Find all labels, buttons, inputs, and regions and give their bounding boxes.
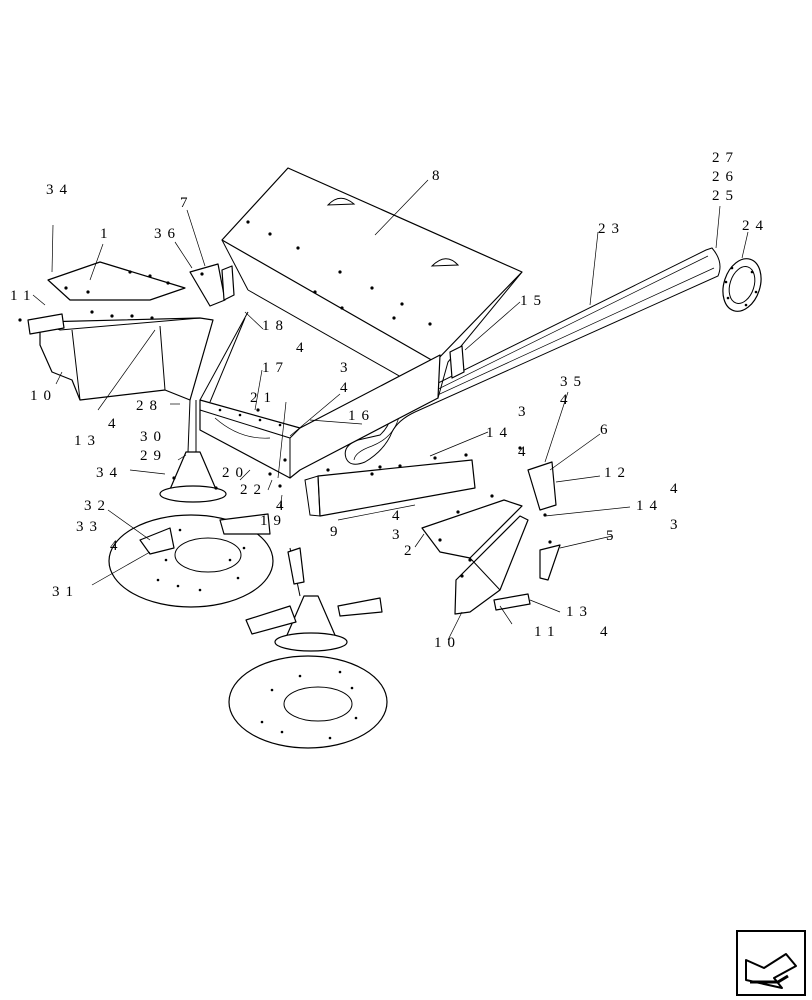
callout-9: 9: [330, 524, 344, 540]
drive-wheel-part: [722, 258, 762, 312]
callout-4-r35: 4: [560, 392, 574, 408]
callout-16: 16: [348, 408, 375, 424]
callout-33: 33: [76, 519, 103, 535]
callout-4-mid2: 4: [340, 380, 354, 396]
callout-21: 21: [250, 390, 277, 406]
callout-10-left: 10: [30, 388, 57, 404]
callout-30: 30: [140, 429, 167, 445]
callout-26: 26: [712, 169, 739, 185]
callout-4-bottom: 4: [600, 624, 614, 640]
bracket-15-part: [449, 345, 465, 379]
callout-11-left: 11: [10, 288, 36, 304]
callout-34-mid: 34: [96, 465, 123, 481]
callout-23: 23: [598, 221, 625, 237]
callout-27: 27: [712, 150, 739, 166]
callout-25: 25: [712, 188, 739, 204]
callout-14-mid: 14: [486, 425, 513, 441]
callout-13-left: 13: [74, 433, 101, 449]
callout-3-hopper: 3: [392, 527, 406, 543]
leader-lines: [32, 179, 749, 641]
left-spinner-disk-part: [108, 513, 274, 608]
next-page-arrow-icon[interactable]: [736, 930, 806, 996]
left-hopper-part: [18, 261, 214, 401]
callout-4-left: 4: [108, 416, 122, 432]
callout-4-low: 4: [276, 498, 290, 514]
callout-3-right: 3: [518, 404, 532, 420]
left-spinner-cone-part: [159, 399, 227, 503]
right-hopper-part: [421, 446, 561, 615]
callout-labels: 34 1 7 36 11 10 4 13 8 23 27 26 25 24 15…: [10, 150, 769, 651]
callout-4-mid: 4: [296, 340, 310, 356]
callout-34-top-left: 34: [46, 182, 73, 198]
callout-2: 2: [404, 543, 418, 559]
callout-19: 19: [260, 513, 287, 529]
callout-28: 28: [136, 398, 163, 414]
callout-3-far: 3: [670, 517, 684, 533]
callout-1: 1: [100, 226, 114, 242]
callout-31: 31: [52, 584, 79, 600]
top-cover-part: [221, 167, 523, 399]
right-spinner-disk-part: [228, 655, 388, 749]
callout-3-mid: 3: [340, 360, 354, 376]
callout-29: 29: [140, 448, 167, 464]
callout-24: 24: [742, 218, 769, 234]
callout-14-right: 14: [636, 498, 663, 514]
callout-4-disk: 4: [110, 538, 124, 554]
callout-12: 12: [604, 465, 631, 481]
bracket-7-part: [189, 263, 235, 307]
callout-7: 7: [180, 195, 194, 211]
right-spinner-cone-part: [245, 547, 383, 652]
callout-4-hopper: 4: [392, 508, 406, 524]
callout-36: 36: [154, 226, 181, 242]
callout-4-right: 4: [518, 444, 532, 460]
callout-8: 8: [432, 168, 446, 184]
callout-5: 5: [606, 528, 620, 544]
central-chute-part: [199, 311, 441, 488]
callout-35: 35: [560, 374, 587, 390]
callout-6: 6: [600, 422, 614, 438]
arrow-glyph-icon: [745, 953, 797, 989]
callout-32: 32: [84, 498, 111, 514]
callout-4-far: 4: [670, 481, 684, 497]
callout-13-right: 13: [566, 604, 593, 620]
callout-18: 18: [262, 318, 289, 334]
callout-17: 17: [262, 360, 289, 376]
callout-15: 15: [520, 293, 547, 309]
deflector-9-part: [304, 453, 476, 517]
callout-20: 20: [222, 465, 249, 481]
callout-10-right: 10: [434, 635, 461, 651]
callout-11-right: 11: [534, 624, 560, 640]
callout-22: 22: [240, 482, 267, 498]
